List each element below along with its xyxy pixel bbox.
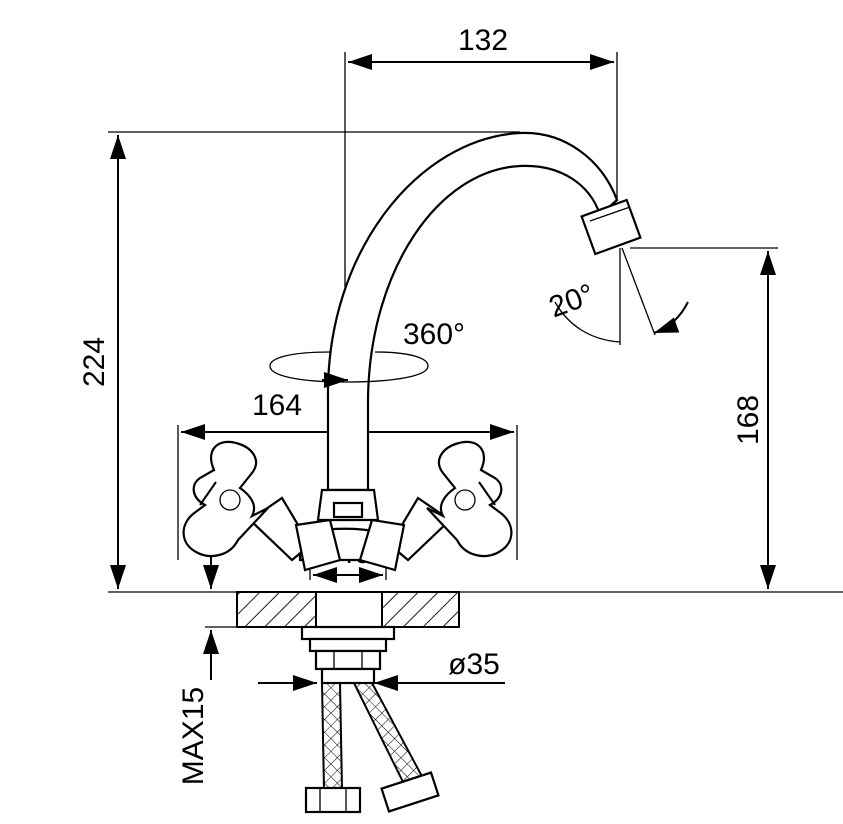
- dimension-164-label: 164: [252, 389, 302, 422]
- mixer-body: [182, 440, 513, 572]
- aerator-angle-label: 20°: [545, 278, 599, 325]
- dimension-224: 224: [78, 135, 126, 589]
- mounting-nut: [300, 625, 396, 685]
- hose-fitting-right: [380, 771, 440, 813]
- hose-fitting-left: [304, 786, 362, 814]
- right-handle: [426, 440, 513, 558]
- aerator-angle: 20°: [545, 247, 689, 345]
- dimension-132-label: 132: [458, 24, 508, 57]
- dimension-168: 168: [732, 251, 776, 589]
- swivel-indicator: 360°: [269, 318, 465, 388]
- dimension-168-label: 168: [732, 395, 765, 445]
- left-handle: [182, 440, 269, 558]
- spout: [326, 131, 642, 492]
- dimension-ø35: ø35: [258, 648, 505, 691]
- dimension-132: 132: [348, 24, 614, 70]
- supply-hoses: [304, 682, 440, 814]
- dimension-max15: MAX15: [177, 548, 219, 785]
- countertop-section: [236, 591, 460, 628]
- swivel-angle-label: 360°: [403, 318, 465, 351]
- dimension-max15-label: MAX15: [177, 687, 210, 785]
- dimension-ø35-label: ø35: [448, 648, 500, 681]
- dimension-164: 164: [181, 389, 514, 440]
- dimension-224-label: 224: [78, 337, 111, 387]
- aerator: [580, 198, 642, 256]
